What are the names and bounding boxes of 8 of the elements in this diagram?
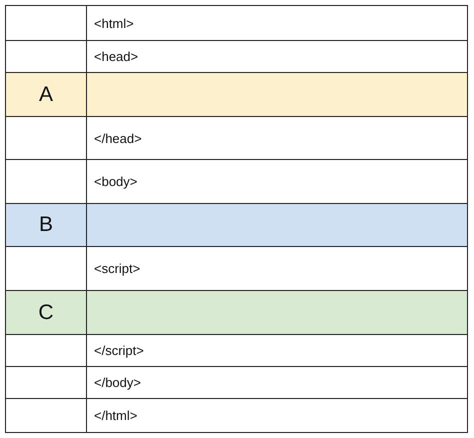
row-letter: C: [6, 290, 86, 334]
table-cell: </html>: [86, 398, 468, 432]
table-cell: <html>: [86, 6, 468, 40]
row-letter: B: [6, 204, 86, 246]
table-cell: </script>: [86, 334, 468, 366]
table-cell: </body>: [86, 366, 468, 398]
row-letter: A: [6, 72, 86, 116]
table-cell: </head>: [86, 116, 468, 160]
